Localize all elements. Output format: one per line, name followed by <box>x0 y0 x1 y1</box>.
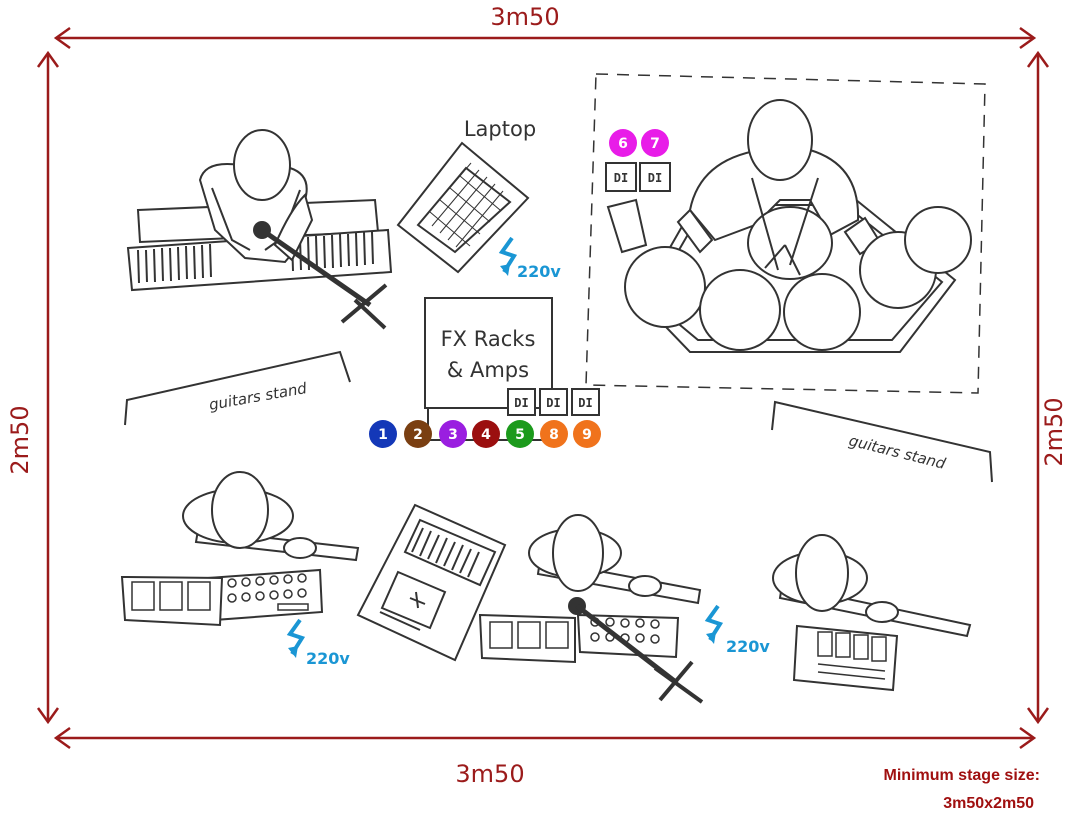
fx-racks-label-line2: & Amps <box>447 358 529 382</box>
svg-text:5: 5 <box>515 427 525 443</box>
svg-text:DI: DI <box>514 396 528 410</box>
drum-riser <box>585 73 986 394</box>
pedalboard <box>478 613 680 664</box>
bottom-dimension-arrow <box>53 726 1037 750</box>
di-box: DI <box>605 162 637 192</box>
guitarist-left <box>120 471 360 627</box>
laptop-label: Laptop <box>464 117 536 141</box>
svg-text:9: 9 <box>582 427 592 443</box>
svg-text:DI: DI <box>546 396 560 410</box>
top-dimension-label: 3m50 <box>490 3 559 31</box>
drum-pad <box>606 198 648 254</box>
pedalboard <box>792 624 899 692</box>
svg-text:DI: DI <box>578 396 592 410</box>
pedalboard <box>120 568 324 627</box>
input-badges: 1 2 3 4 5 8 9 6 7 <box>369 129 669 448</box>
input-badge: 3 <box>439 420 467 448</box>
svg-text:8: 8 <box>549 427 559 443</box>
di-box: DI <box>639 162 671 192</box>
top-dimension-arrow <box>53 26 1037 50</box>
input-badge: 6 <box>609 129 637 157</box>
keyboard-player <box>126 129 393 330</box>
power-icon-left-pedals <box>286 618 306 658</box>
guitars-stand-right-label: guitars stand <box>847 431 948 473</box>
power-label-left-pedals: 220v <box>306 649 350 668</box>
input-badge: 5 <box>506 420 534 448</box>
left-dimension-arrow <box>36 50 60 725</box>
svg-text:6: 6 <box>618 136 628 152</box>
svg-text:2: 2 <box>413 427 423 443</box>
left-dimension-label: 2m50 <box>6 405 34 474</box>
di-box: DI <box>507 388 536 416</box>
synth-controller <box>356 503 507 662</box>
guitars-stand-left-label: guitars stand <box>208 379 309 414</box>
power-icon-laptop <box>498 236 518 276</box>
input-badge: 4 <box>472 420 500 448</box>
power-label-laptop: 220v <box>517 262 561 281</box>
bassist-right <box>772 534 972 692</box>
right-dimension-label: 2m50 <box>1040 397 1068 466</box>
svg-text:7: 7 <box>650 136 660 152</box>
drummer <box>624 99 972 353</box>
di-box: DI <box>571 388 600 416</box>
svg-text:1: 1 <box>378 427 388 443</box>
input-badge: 7 <box>641 129 669 157</box>
di-box: DI <box>539 388 568 416</box>
power-icon-right-pedals <box>704 604 724 644</box>
fx-racks-label-line1: FX Racks <box>441 327 536 351</box>
guitars-stand-left <box>124 350 351 426</box>
laptop <box>396 141 530 274</box>
right-dimension-arrow <box>1026 50 1050 725</box>
minimum-stage-size-value: 3m50x2m50 <box>943 795 1034 812</box>
input-badge: 2 <box>404 420 432 448</box>
input-badge: 9 <box>573 420 601 448</box>
guitars-stand-right <box>771 400 993 483</box>
keyboard-keys <box>137 231 374 284</box>
minimum-stage-size-label: Minimum stage size: <box>884 767 1040 784</box>
input-badge: 8 <box>540 420 568 448</box>
input-badge: 1 <box>369 420 397 448</box>
svg-text:4: 4 <box>481 427 491 443</box>
bottom-dimension-label: 3m50 <box>455 760 524 788</box>
svg-text:DI: DI <box>648 171 662 185</box>
power-label-right-pedals: 220v <box>726 637 770 656</box>
svg-text:DI: DI <box>614 171 628 185</box>
svg-text:3: 3 <box>448 427 458 443</box>
guitarist-center <box>478 514 704 704</box>
